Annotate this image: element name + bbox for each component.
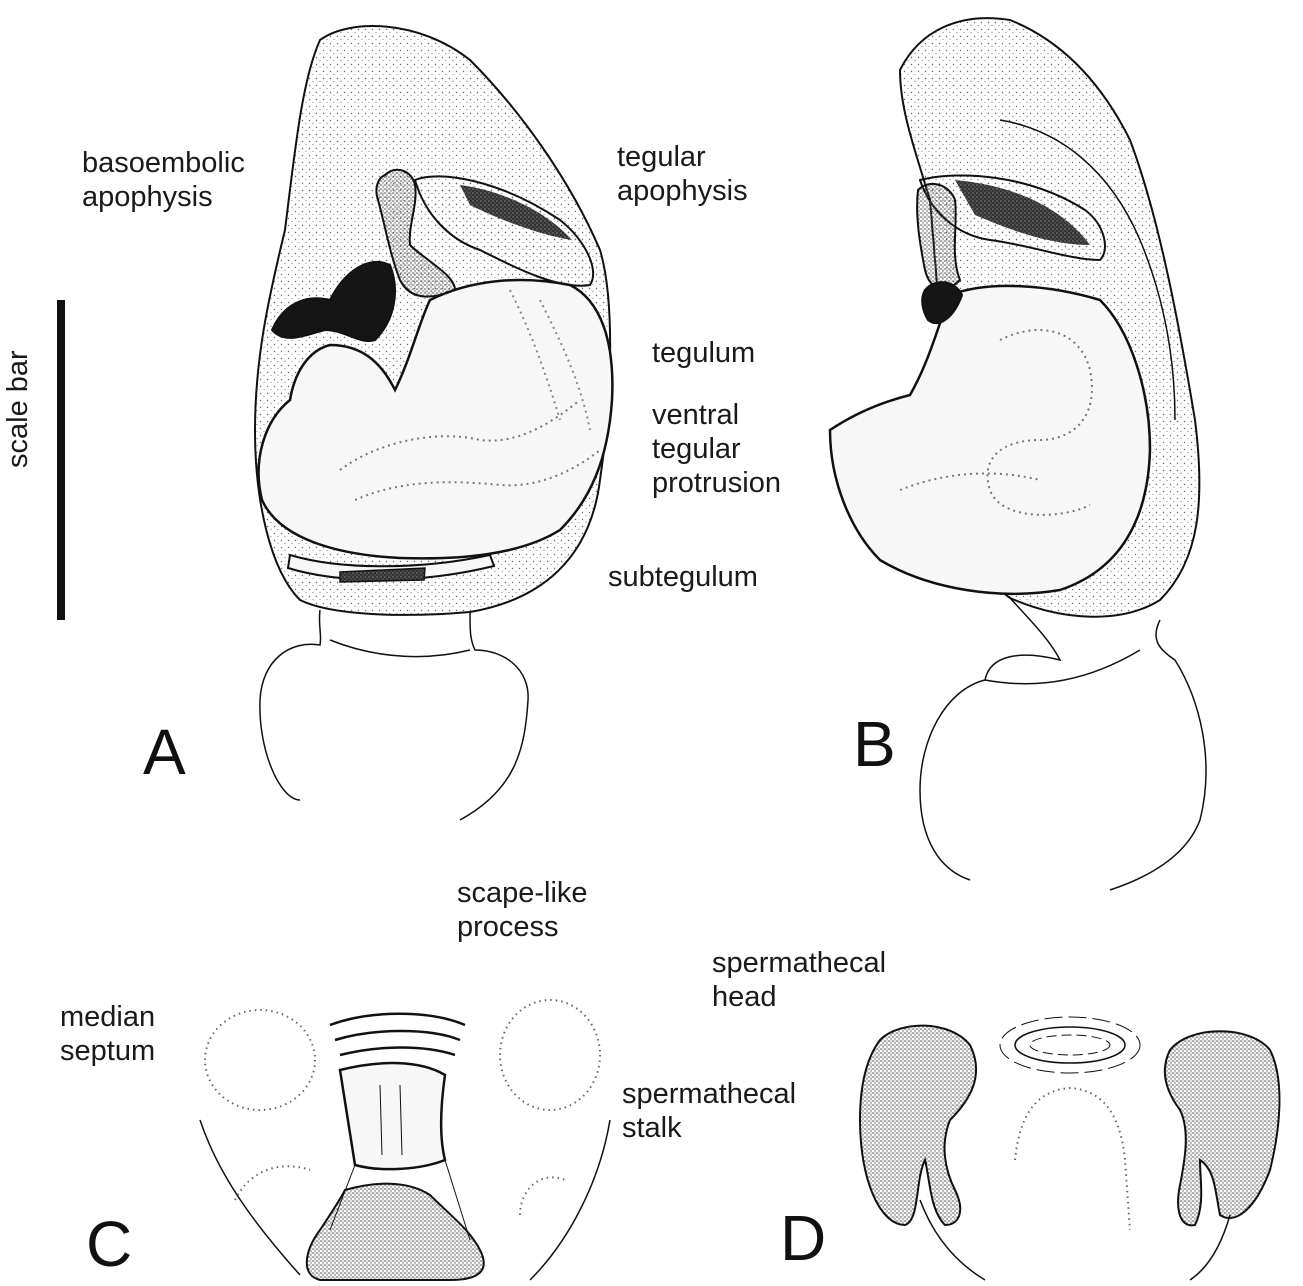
tibia-joint-b: [985, 650, 1140, 684]
spermatheca-right-d: [1165, 1031, 1280, 1225]
panel-letter-c: C: [86, 1212, 132, 1276]
basoembolic-apophysis-b: [917, 184, 960, 289]
label-tegular-apophysis: tegular apophysis: [617, 140, 748, 208]
label-basoembolic-apophysis: basoembolic apophysis: [82, 146, 245, 214]
label-ventral-tegular-protrusion: ventral tegular protrusion: [652, 398, 781, 500]
panel-letter-a: A: [143, 720, 186, 784]
tibia-b: [920, 598, 1206, 890]
label-tegulum: tegulum: [652, 336, 755, 370]
label-spermathecal-head: spermathecal head: [712, 946, 886, 1014]
receptacle-left-c: [205, 1010, 315, 1110]
panel-letter-d: D: [780, 1206, 826, 1270]
scape-rings-c: [330, 1014, 465, 1055]
spermathecal-head-rings-d: [1015, 1027, 1125, 1063]
duct-right-c: [520, 1177, 565, 1215]
panel-a-drawing: [255, 26, 612, 820]
label-scape-like-process: scape-like process: [457, 876, 588, 944]
scape-body-c: [340, 1063, 445, 1169]
spermathecal-head-rings3-d: [1030, 1035, 1110, 1055]
panel-c-drawing: [200, 1000, 610, 1280]
label-subtegulum: subtegulum: [608, 560, 758, 594]
panel-letter-b: B: [853, 712, 896, 776]
receptacle-right-c: [500, 1000, 600, 1110]
spermatheca-left-d: [860, 1026, 976, 1225]
spermathecal-head-rings2-d: [1000, 1017, 1140, 1073]
panel-d-drawing: [860, 1017, 1279, 1280]
label-median-septum: median septum: [60, 1000, 155, 1068]
duct-left-c: [235, 1166, 310, 1200]
scale-bar-label: scale bar: [2, 350, 35, 468]
tibia-joint-a: [330, 640, 470, 657]
central-structure-d: [1015, 1088, 1130, 1230]
tibia-a: [260, 610, 528, 820]
tegulum-b: [830, 286, 1150, 594]
label-spermathecal-stalk: spermathecal stalk: [622, 1077, 796, 1145]
